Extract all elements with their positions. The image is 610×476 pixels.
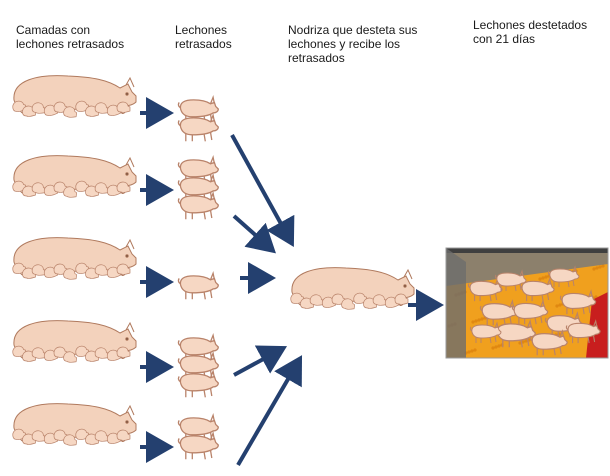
piglet-icon-4-3 [178,371,218,397]
nursing-sow-icon-3 [12,238,136,280]
piglet-icon-1-2 [178,115,218,141]
arrow-converge-icon-2 [234,216,270,248]
nurse-sow-icon [290,268,414,310]
nursing-sow-icon-4 [12,321,136,363]
nursing-sow-icon-1 [12,76,136,118]
arrow-converge-icon-4 [234,350,280,375]
piglet-icon-5-2 [178,433,218,459]
piglet-icon-2-3 [178,193,218,219]
nursing-sow-icon-2 [12,156,136,198]
piglet-icon-3-1 [178,273,218,299]
nursing-sow-icon-5 [12,404,136,446]
arrow-converge-icon-5 [238,362,298,465]
